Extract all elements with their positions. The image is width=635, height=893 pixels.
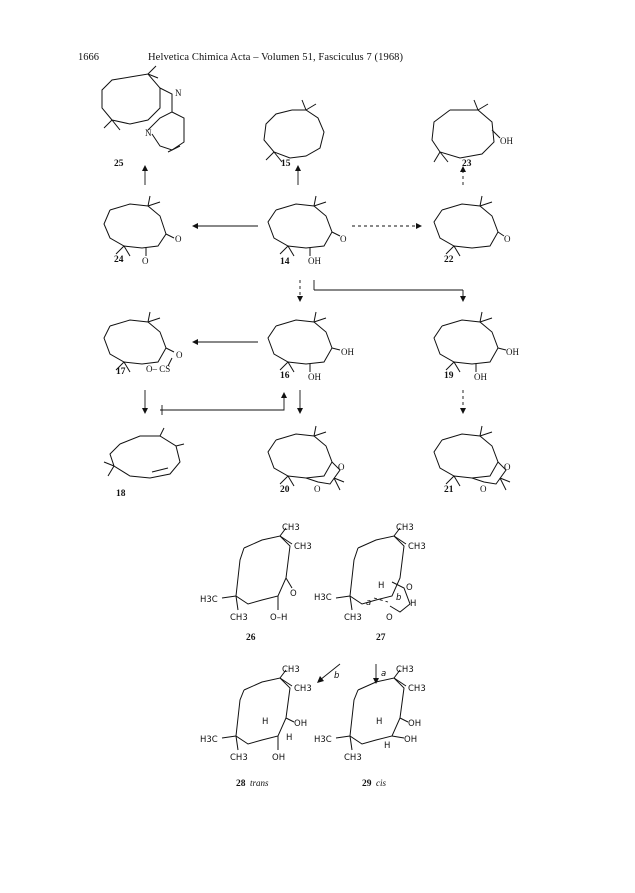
atom-oh-28a: OH bbox=[294, 719, 307, 729]
h3c-26: H3C bbox=[200, 595, 218, 605]
atom-o-20a: O bbox=[338, 462, 345, 472]
atom-o-27a: O bbox=[406, 583, 413, 593]
label-29: 29 bbox=[362, 779, 372, 789]
running-header: Helvetica Chimica Acta – Volumen 51, Fas… bbox=[148, 52, 404, 63]
structure-21: O O 21 bbox=[433, 425, 511, 495]
h3c-28: H3C bbox=[200, 735, 218, 745]
structure-26: CH3 CH3 H3C CH3 O O–H 26 bbox=[200, 523, 312, 643]
label-24: 24 bbox=[114, 255, 124, 265]
label-16: 16 bbox=[280, 371, 290, 381]
structure-20: O O 20 bbox=[267, 425, 345, 495]
atom-o-14: O bbox=[340, 234, 347, 244]
atom-h-28b: H bbox=[286, 733, 292, 743]
stereo-28: trans bbox=[250, 778, 269, 788]
atom-oh-19b: OH bbox=[474, 372, 487, 382]
atom-o-21a: O bbox=[504, 462, 511, 472]
atom-n2: N bbox=[145, 128, 152, 138]
page-number: 1666 bbox=[78, 52, 99, 63]
ch3-29a: CH3 bbox=[396, 665, 414, 675]
atom-o-27b: O bbox=[386, 613, 393, 623]
atom-oh-14: OH bbox=[308, 256, 321, 266]
atom-oh-23: OH bbox=[500, 136, 513, 146]
label-15: 15 bbox=[281, 159, 291, 169]
atom-oh-19a: OH bbox=[506, 347, 519, 357]
label-14: 14 bbox=[280, 257, 290, 267]
h3c-29: H3C bbox=[314, 735, 332, 745]
atom-h-29a: H bbox=[376, 717, 382, 727]
structure-24: O O 24 bbox=[103, 195, 182, 266]
ch3-26b: CH3 bbox=[294, 542, 312, 552]
atom-ocs-17: O– CS bbox=[146, 364, 170, 374]
atom-o-20b: O bbox=[314, 484, 321, 494]
ch3-28c: CH3 bbox=[230, 753, 248, 763]
arrow-27-to-28 bbox=[319, 663, 341, 681]
ch3-26c: CH3 bbox=[230, 613, 248, 623]
ch3-29c: CH3 bbox=[344, 753, 362, 763]
ch3-26a: CH3 bbox=[282, 523, 300, 533]
label-23: 23 bbox=[462, 159, 472, 169]
structure-16: OH OH 16 bbox=[267, 311, 354, 382]
ch3-29b: CH3 bbox=[408, 684, 426, 694]
ch3-27a: CH3 bbox=[396, 523, 414, 533]
atom-o-17: O bbox=[176, 350, 183, 360]
h3c-27: H3C bbox=[314, 593, 332, 603]
label-19: 19 bbox=[444, 371, 454, 381]
structure-23: OH 23 bbox=[431, 99, 513, 169]
label-28: 28 bbox=[236, 779, 246, 789]
atom-oh-29a: OH bbox=[408, 719, 421, 729]
atom-h-27a: H bbox=[378, 581, 384, 591]
atom-h-28a: H bbox=[262, 717, 268, 727]
atom-n1: N bbox=[175, 88, 182, 98]
atom-oh-16b: OH bbox=[308, 372, 321, 382]
structure-17: O O– CS 17 bbox=[103, 311, 183, 377]
label-b-arrow: b bbox=[334, 671, 339, 681]
label-18: 18 bbox=[116, 489, 126, 499]
atom-oh-16a: OH bbox=[341, 347, 354, 357]
structure-22: O 22 bbox=[433, 195, 511, 265]
ch3-28a: CH3 bbox=[282, 665, 300, 675]
label-21: 21 bbox=[444, 485, 454, 495]
ch3-27c: CH3 bbox=[344, 613, 362, 623]
ch3-28b: CH3 bbox=[294, 684, 312, 694]
label-b-27: b bbox=[396, 593, 401, 603]
label-25: 25 bbox=[114, 159, 124, 169]
label-22: 22 bbox=[444, 255, 454, 265]
structure-14: O OH 14 bbox=[267, 195, 347, 267]
label-a-arrow: a bbox=[381, 669, 386, 679]
structure-18: 18 bbox=[103, 427, 185, 499]
structure-19: OH OH 19 bbox=[433, 311, 519, 382]
stereo-29: cis bbox=[376, 778, 386, 788]
atom-o-24b: O bbox=[142, 256, 149, 266]
structure-27: CH3 CH3 H3C CH3 H O H O a b 27 bbox=[314, 523, 426, 643]
structure-15: 15 bbox=[263, 99, 325, 169]
atom-o-26: O bbox=[290, 589, 297, 599]
atom-o-22: O bbox=[504, 234, 511, 244]
atom-h-27b: H bbox=[410, 599, 416, 609]
structure-25: 25 N N bbox=[101, 65, 185, 169]
ch3-27b: CH3 bbox=[408, 542, 426, 552]
label-17: 17 bbox=[116, 367, 126, 377]
atom-o-21b: O bbox=[480, 484, 487, 494]
label-a-27: a bbox=[366, 598, 371, 608]
atom-h-29b: H bbox=[384, 741, 390, 751]
atom-oh-28b: OH bbox=[272, 753, 285, 763]
arrow-17-back-to-16 bbox=[160, 396, 285, 411]
atom-o-24a: O bbox=[175, 234, 182, 244]
structure-29: CH3 CH3 H3C CH3 H OH H OH 29 cis bbox=[314, 665, 426, 789]
label-27: 27 bbox=[376, 633, 386, 643]
atom-oh-26: O–H bbox=[270, 613, 287, 623]
atom-oh-29b: OH bbox=[404, 735, 417, 745]
label-20: 20 bbox=[280, 485, 290, 495]
label-26: 26 bbox=[246, 633, 256, 643]
structure-28: CH3 CH3 H3C CH3 H OH H OH 28 trans bbox=[200, 665, 312, 789]
